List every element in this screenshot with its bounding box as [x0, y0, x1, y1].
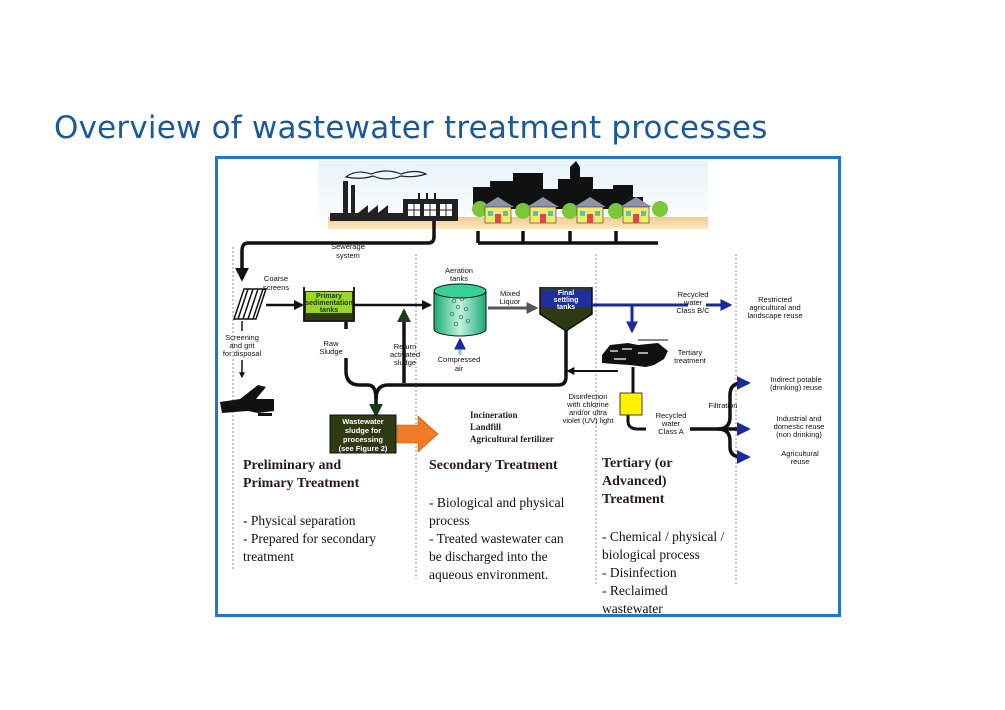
flow-line [626, 415, 646, 431]
sludge-processing-box [329, 414, 397, 454]
factory-icon [330, 170, 458, 221]
city-skyline-icon [473, 161, 643, 209]
sludge-outcome-arrow [396, 415, 439, 453]
tertiary-plant-icon [602, 339, 668, 367]
scene [318, 161, 708, 231]
sludge-lines [344, 322, 568, 400]
sludge-outcome-incineration: Incineration [470, 410, 518, 420]
filtration-label: Filtration [709, 401, 738, 410]
stage-points: - Chemical / physical /biological proces… [602, 529, 724, 616]
recycled-bc-flow [592, 299, 733, 334]
sludge-outcome-landfill: Landfill [470, 422, 502, 432]
class-a-distribution [690, 376, 751, 464]
slide-title: Overview of wastewater treatment process… [54, 110, 768, 146]
final-settling-tank [539, 287, 593, 332]
aeration-tank [433, 283, 487, 337]
houses-icon [472, 197, 668, 224]
stage-secondary: Secondary Treatment - Biological and phy… [429, 458, 565, 582]
indirect-potable-label: Indirect potable(drinking) reuse [770, 375, 822, 392]
coarse-screen-icon [232, 288, 268, 320]
disinfection-unit [619, 392, 643, 416]
stage-heading: Secondary Treatment [429, 458, 558, 473]
sewerage-pipes [235, 221, 658, 282]
disposal-truck-icon [220, 385, 274, 416]
sludge-outcome-fertilizer: Agricultural fertilizer [470, 434, 554, 444]
stage-points: - Physical separation- Prepared for seco… [243, 513, 376, 564]
primary-sedimentation-tank [303, 287, 355, 322]
